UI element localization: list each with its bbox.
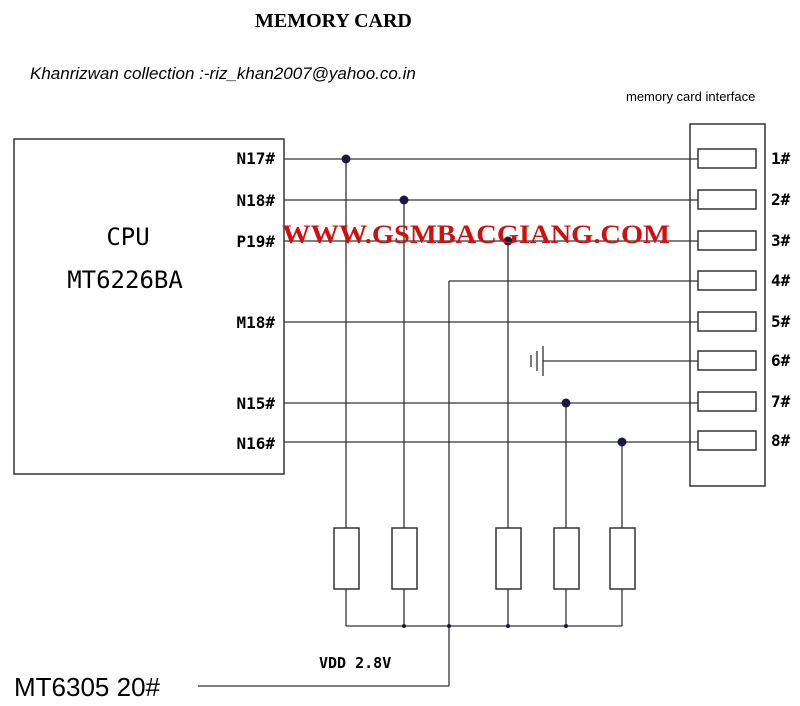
junction-dots [341, 154, 627, 447]
cpu-pin-m18: M18# [236, 313, 275, 332]
connector-pad-7 [697, 391, 757, 412]
card-pin-8: 8# [771, 431, 791, 450]
resistor-1 [333, 527, 360, 590]
cpu-pin-n15: N15# [236, 394, 275, 413]
card-pin-5: 5# [771, 312, 791, 331]
connector-pad-1 [697, 148, 757, 169]
diagram-title: MEMORY CARD [255, 10, 412, 32]
card-pin-7: 7# [771, 392, 791, 411]
cpu-pin-p19: P19# [236, 232, 275, 251]
resistor-5 [609, 527, 636, 590]
connector-pad-4 [697, 270, 757, 291]
interface-label: memory card interface [626, 89, 755, 104]
connector-pad-2 [697, 189, 757, 210]
rail-junction-dot [564, 624, 568, 628]
connector-pad-3 [697, 230, 757, 251]
card-pin-6: 6# [771, 351, 791, 370]
connector-pad-5 [697, 311, 757, 332]
card-pin-1: 1# [771, 149, 791, 168]
pmic-pin-label: MT6305 20# [14, 672, 161, 702]
cpu-label: CPU [106, 223, 149, 251]
junction-dot [561, 398, 571, 408]
watermark-text: WWW.GSMBACGIANG.COM [282, 220, 670, 249]
ground-symbol [530, 346, 544, 376]
cpu-pin-n17: N17# [236, 149, 275, 168]
rail-junction-dot [402, 624, 406, 628]
cpu-model-label: MT6226BA [67, 266, 183, 294]
connector-pads [697, 148, 757, 451]
cpu-block [13, 138, 285, 475]
junction-dot [399, 195, 409, 205]
junction-dot [617, 437, 627, 447]
cpu-pin-n18: N18# [236, 191, 275, 210]
card-pin-3: 3# [771, 231, 791, 250]
connector-pad-6 [697, 350, 757, 371]
card-pin-4: 4# [771, 271, 791, 290]
rail-junction-dot [447, 624, 451, 628]
pullup-resistors [333, 527, 636, 590]
credit-text: Khanrizwan collection :-riz_khan2007@yah… [30, 64, 416, 83]
pullup-wires [198, 159, 623, 687]
connector-pad-8 [697, 430, 757, 451]
card-pin-2: 2# [771, 190, 791, 209]
resistor-2 [391, 527, 418, 590]
resistor-3 [495, 527, 522, 590]
resistor-4 [553, 527, 580, 590]
rail-junction-dot [506, 624, 510, 628]
rail-junction-dots [402, 624, 568, 628]
junction-dot [503, 236, 513, 246]
vdd-label: VDD 2.8V [319, 654, 391, 672]
signal-wires [284, 158, 698, 443]
cpu-pin-n16: N16# [236, 434, 275, 453]
junction-dot [341, 154, 351, 164]
memory-card-connector [689, 123, 766, 487]
